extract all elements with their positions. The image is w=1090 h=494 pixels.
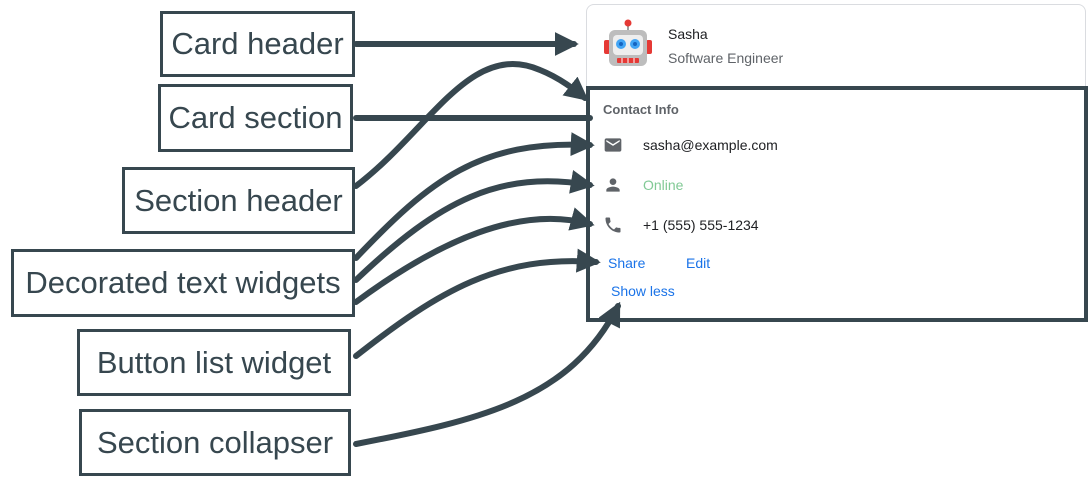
arrow-decorated-email: [353, 132, 595, 261]
card-header-subtitle: Software Engineer: [668, 50, 784, 66]
decorated-text-phone: +1 (555) 555-1234: [643, 217, 759, 233]
card-header: Sasha Software Engineer: [600, 18, 1080, 74]
arrow-section-collapser: [353, 301, 621, 447]
chat-card: [586, 4, 1086, 322]
card-section-outline: [586, 86, 1088, 322]
arrow-decorated-phone: [353, 207, 595, 305]
label-card-section: Card section: [158, 84, 353, 152]
label-decorated-text: Decorated text widgets: [11, 249, 355, 317]
share-button[interactable]: Share: [608, 255, 646, 271]
label-section-header: Section header: [122, 167, 355, 234]
show-less-button[interactable]: Show less: [611, 283, 675, 299]
person-icon: [606, 178, 620, 192]
email-icon: [604, 138, 622, 152]
phone-icon: [605, 217, 621, 233]
label-button-list: Button list widget: [77, 329, 351, 396]
card-header-title: Sasha: [668, 26, 708, 42]
robot-avatar-icon: [604, 19, 652, 66]
arrow-button-list: [353, 248, 601, 359]
label-section-collapser: Section collapser: [79, 409, 351, 476]
edit-button[interactable]: Edit: [686, 255, 711, 271]
decorated-text-email: sasha@example.com: [643, 137, 778, 153]
arrow-decorated-status: [353, 170, 595, 283]
arrow-section-header: [353, 61, 589, 189]
section-header: Contact Info: [603, 102, 679, 117]
label-card-header: Card header: [160, 11, 355, 77]
decorated-text-status: Online: [643, 177, 684, 193]
